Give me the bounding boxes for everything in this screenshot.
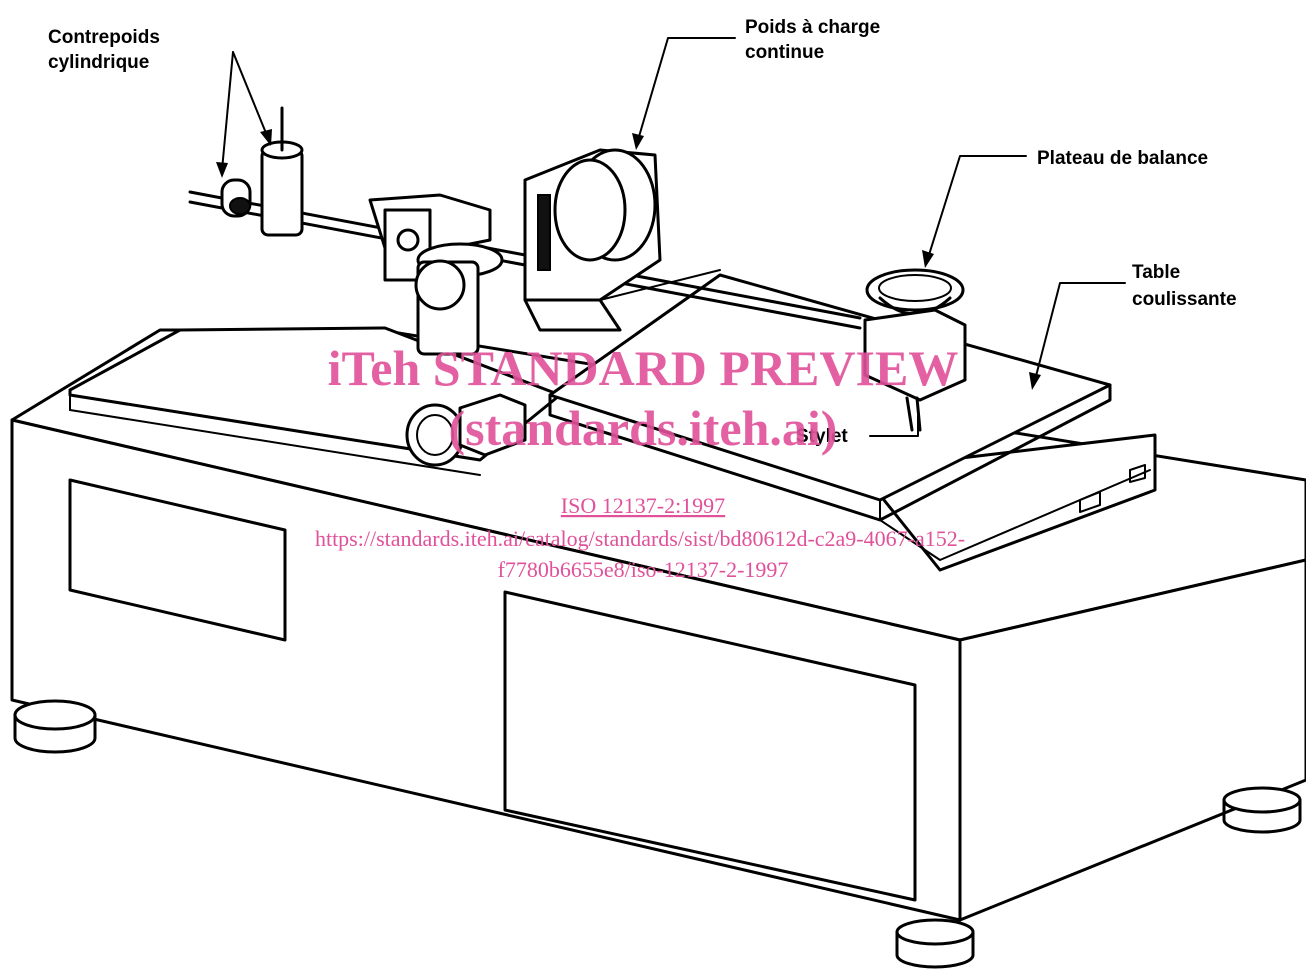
label-contrepoids-line2: cylindrique bbox=[48, 52, 149, 73]
label-plateau: Plateau de balance bbox=[1037, 148, 1208, 169]
label-table-line2: coulissante bbox=[1132, 289, 1237, 310]
counterweights bbox=[220, 106, 304, 237]
watermark-iso-link[interactable]: ISO 12137-2:1997 bbox=[561, 493, 725, 518]
handwheel bbox=[405, 393, 527, 467]
label-stylet: Stylet bbox=[796, 426, 848, 447]
label-table-line1: Table bbox=[1132, 262, 1180, 283]
stylus-holder bbox=[863, 308, 967, 432]
scale-pan bbox=[865, 268, 965, 316]
watermark-title: iTeh STANDARD PREVIEW bbox=[328, 340, 959, 396]
watermark-url-line2[interactable]: f7780b6655e8/iso-12137-2-1997 bbox=[498, 557, 789, 582]
leader-lines bbox=[216, 37, 1126, 437]
label-contrepoids-line1: Contrepoids bbox=[48, 27, 160, 48]
watermark-url-line1[interactable]: https://standards.iteh.ai/catalog/standa… bbox=[315, 526, 965, 551]
label-poids-line1: Poids à charge bbox=[745, 17, 880, 38]
label-poids-line2: continue bbox=[745, 42, 824, 63]
load-weight bbox=[523, 148, 721, 332]
sliding-table-assembly bbox=[548, 273, 1157, 572]
watermark-subtitle: (standards.iteh.ai) bbox=[449, 400, 838, 456]
feet bbox=[13, 699, 1302, 969]
pivot-block bbox=[368, 193, 504, 356]
watermark: iTeh STANDARD PREVIEW (standards.iteh.ai… bbox=[315, 340, 965, 582]
